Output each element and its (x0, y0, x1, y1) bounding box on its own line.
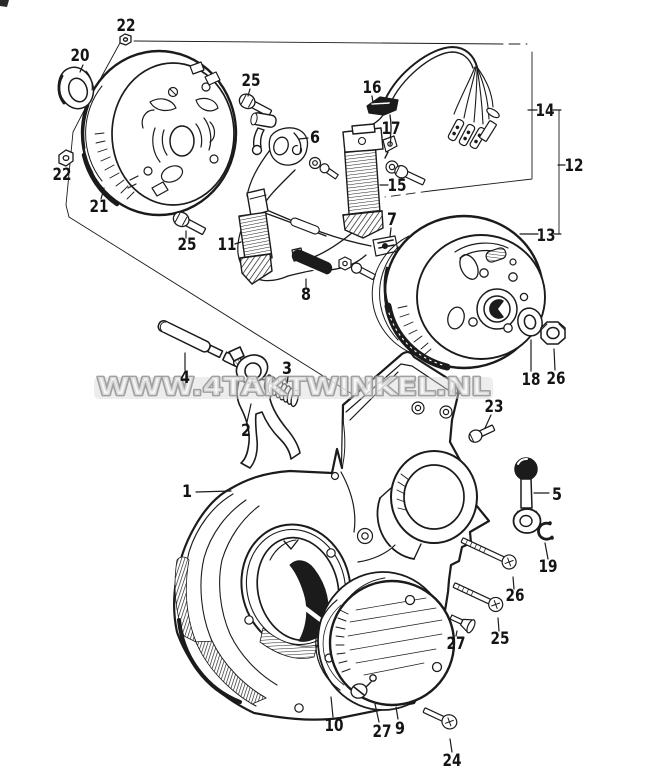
bolt-26-long (460, 537, 517, 570)
leader-line-11 (234, 241, 242, 245)
part-label-3: 3 (282, 359, 292, 378)
screw-24 (422, 707, 458, 730)
leader-line-27 (374, 703, 380, 723)
panel-frame (65, 40, 560, 395)
leader-line-19 (544, 542, 549, 560)
part-label-2: 2 (241, 421, 251, 440)
leader-line-1 (195, 490, 232, 493)
leader-line-6 (298, 137, 309, 140)
screw-23 (468, 424, 496, 443)
stator-assembly (237, 46, 500, 285)
part-label-23: 23 (485, 397, 504, 416)
watermark-text: WWW.4TAKTWINKEL.NL (97, 372, 490, 401)
part-label-26: 26 (506, 586, 525, 605)
leader-line-24 (449, 738, 453, 753)
part-label-26: 26 (547, 369, 566, 388)
part-label-9: 9 (395, 719, 405, 738)
part-label-21: 21 (90, 197, 109, 216)
leader-line-21 (100, 187, 105, 200)
part-label-14: 14 (536, 101, 555, 120)
leader-line-25 (247, 88, 251, 97)
circlip-19 (537, 521, 554, 541)
part-label-15: 15 (388, 176, 407, 195)
part-label-1: 1 (182, 482, 192, 501)
part-label-25: 25 (242, 71, 261, 90)
part-label-18: 18 (522, 370, 541, 389)
part-label-6: 6 (310, 128, 320, 147)
leader-line-27 (455, 630, 458, 637)
leader-line-20 (79, 64, 84, 73)
part-label-8: 8 (301, 285, 311, 304)
part-label-10: 10 (325, 716, 344, 735)
nut-26 (540, 321, 566, 345)
scan-corner-mark (0, 0, 9, 7)
part-label-22: 22 (117, 16, 136, 35)
part-label-20: 20 (71, 46, 90, 65)
part-label-27: 27 (447, 634, 466, 653)
part-label-25: 25 (178, 235, 197, 254)
part-label-22: 22 (53, 165, 72, 184)
part-label-12: 12 (565, 156, 584, 175)
leader-line-7 (389, 227, 392, 238)
cover-cap-9 (315, 571, 456, 711)
lever-5 (512, 457, 542, 534)
leader-line-10 (330, 696, 334, 718)
washer-18 (517, 307, 543, 337)
shift-fork-group (157, 319, 301, 469)
leader-line-3 (286, 376, 289, 384)
watermark: WWW.4TAKTWINKEL.NL (94, 371, 493, 402)
part-label-13: 13 (537, 226, 556, 245)
bolt-25-long (452, 582, 504, 613)
nut-22-pair (58, 33, 132, 167)
leader-line-16 (371, 95, 374, 104)
bolt-25-pair (172, 93, 273, 235)
leader-line-25 (497, 617, 500, 632)
part-label-17: 17 (382, 119, 401, 138)
part-label-25: 25 (491, 629, 510, 648)
part-label-11: 11 (218, 235, 237, 254)
oil-seal-20 (57, 66, 95, 110)
leader-line-9 (395, 706, 399, 720)
part-label-27: 27 (373, 722, 392, 741)
watermark-band (94, 377, 493, 399)
part-label-16: 16 (363, 78, 382, 97)
leader-line-23 (484, 414, 492, 429)
part-label-5: 5 (552, 485, 562, 504)
part-label-24: 24 (443, 751, 462, 770)
part-label-7: 7 (387, 210, 397, 229)
leader-line-26 (553, 348, 556, 371)
leader-line-2 (246, 403, 252, 423)
flywheel-21 (80, 49, 238, 217)
part-label-4: 4 (180, 368, 190, 387)
part-label-19: 19 (539, 557, 558, 576)
screw-27 (449, 614, 476, 634)
leader-line-26 (512, 576, 515, 590)
rotor-13 (371, 214, 546, 371)
leader-line-17 (389, 136, 392, 146)
